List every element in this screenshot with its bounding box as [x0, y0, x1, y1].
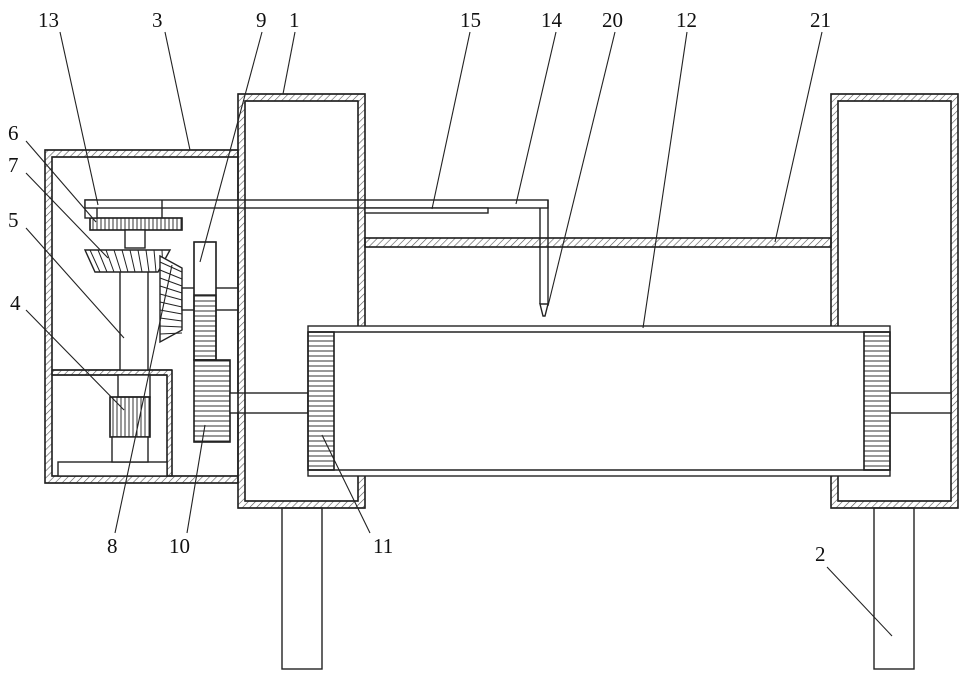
cross-beam	[365, 238, 831, 247]
label-3: 3	[152, 8, 163, 32]
label-13: 13	[38, 8, 59, 32]
connecting-rod	[365, 208, 488, 213]
drum-axle-right	[890, 393, 951, 413]
label-2: 2	[815, 542, 826, 566]
label-21: 21	[810, 8, 831, 32]
roller-drum	[308, 326, 890, 476]
label-8: 8	[107, 534, 118, 558]
end-gear-ring-right	[864, 332, 890, 470]
spur-gear	[90, 218, 182, 248]
label-9: 9	[256, 8, 267, 32]
marking-arm	[540, 200, 548, 316]
label-20: 20	[602, 8, 623, 32]
vertical-shaft	[120, 265, 148, 370]
label-6: 6	[8, 121, 19, 145]
label-12: 12	[676, 8, 697, 32]
label-7: 7	[8, 153, 19, 177]
right-leg	[874, 508, 914, 669]
label-14: 14	[541, 8, 563, 32]
label-5: 5	[8, 208, 19, 232]
label-11: 11	[373, 534, 393, 558]
label-10: 10	[169, 534, 190, 558]
lower-gear	[194, 360, 230, 442]
left-leg	[282, 508, 322, 669]
motor	[110, 375, 150, 462]
label-15: 15	[460, 8, 481, 32]
end-gear-ring-left	[308, 332, 334, 470]
label-1: 1	[289, 8, 300, 32]
label-4: 4	[10, 291, 21, 315]
driven-gear	[194, 242, 216, 360]
drive-bevel-gear	[85, 250, 170, 272]
